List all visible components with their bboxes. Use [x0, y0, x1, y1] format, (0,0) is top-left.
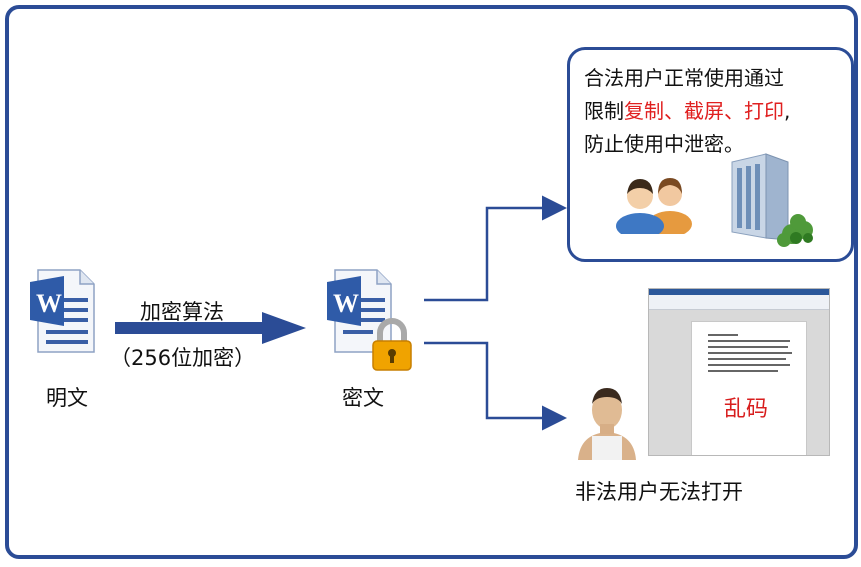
- encrypt-arrow: [115, 312, 306, 344]
- garbled-text: 乱码: [724, 397, 769, 422]
- svg-text:W: W: [333, 289, 359, 318]
- legal-line-2-prefix: 限制: [584, 99, 624, 123]
- plain-label: 明文: [46, 386, 88, 410]
- word-page: [691, 321, 807, 455]
- word-window-icon: [648, 288, 830, 456]
- users-icon: [614, 172, 694, 234]
- lock-icon: [370, 318, 414, 372]
- illegal-connector: [424, 341, 567, 431]
- restricted-actions: 复制、截屏、打印: [624, 99, 784, 123]
- word-doc-icon: W: [30, 268, 96, 354]
- legal-line-2: 限制复制、截屏、打印,: [584, 95, 790, 128]
- cipher-label: 密文: [342, 386, 384, 410]
- cipher-doc-icon: W: [327, 268, 393, 354]
- illegal-label: 非法用户无法打开: [575, 480, 743, 504]
- word-titlebar: [649, 289, 829, 295]
- person-icon: [572, 380, 642, 460]
- legal-description: 合法用户正常使用通过 限制复制、截屏、打印, 防止使用中泄密。: [584, 62, 790, 161]
- algo-sub-label: （256位加密）: [110, 346, 256, 370]
- legal-users-box: 合法用户正常使用通过 限制复制、截屏、打印, 防止使用中泄密。: [567, 47, 854, 262]
- legal-line-3: 防止使用中泄密。: [584, 132, 744, 156]
- svg-text:W: W: [36, 289, 62, 318]
- legal-connector: [424, 195, 567, 302]
- algo-label: 加密算法: [140, 300, 224, 324]
- legal-line-1: 合法用户正常使用通过: [584, 66, 784, 90]
- building-icon: [726, 152, 816, 248]
- legal-line-2-suffix: ,: [784, 99, 791, 123]
